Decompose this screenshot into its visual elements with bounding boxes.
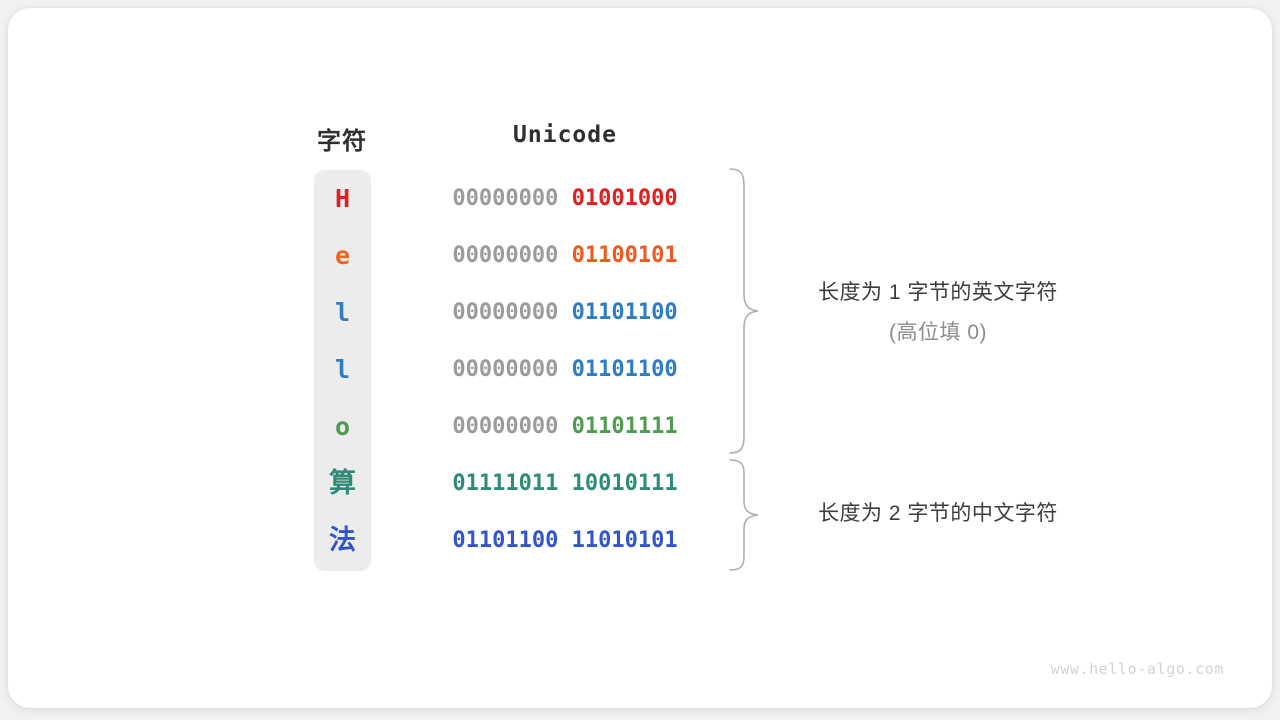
row-high-byte: 00000000 [452,186,559,211]
row-high-byte: 00000000 [452,300,559,325]
annotation-chinese-line1: 长度为 2 字节的中文字符 [818,502,1058,525]
annotation-english: 长度为 1 字节的英文字符 (高位填 0) [778,276,1098,346]
row-character: 算 [329,468,356,498]
row-low-byte: 01101100 [571,357,678,382]
column-header-character: 字符 [317,128,367,155]
byte-separator [558,300,571,325]
byte-separator [558,243,571,268]
row-low-byte: 01100101 [571,243,678,268]
row-unicode-bits: 01111011 10010111 [412,455,718,512]
row-character: 法 [329,525,356,555]
byte-separator [558,414,571,439]
table-row: l 00000000 01101100 [289,284,729,341]
row-unicode-bits: 00000000 01001000 [412,170,718,227]
column-header-unicode: Unicode [513,122,617,148]
row-character: o [334,412,351,441]
row-character: H [334,184,351,213]
row-low-byte: 10010111 [571,471,678,496]
table-row: 法 01101100 11010101 [289,512,729,569]
row-high-byte: 00000000 [452,357,559,382]
row-unicode-bits: 01101100 11010101 [412,512,718,569]
table-row: 算 01111011 10010111 [289,455,729,512]
byte-separator [558,186,571,211]
byte-separator [558,528,571,553]
annotation-english-line2: (高位填 0) [889,321,987,344]
row-high-byte: 00000000 [452,414,559,439]
annotation-chinese: 长度为 2 字节的中文字符 [778,497,1098,527]
row-low-byte: 01101111 [571,414,678,439]
row-character: e [334,241,351,270]
row-low-byte: 01001000 [571,186,678,211]
brace-english-group [729,168,759,454]
row-low-byte: 11010101 [571,528,678,553]
table-row: e 00000000 01100101 [289,227,729,284]
row-unicode-bits: 00000000 01101100 [412,284,718,341]
table-row: l 00000000 01101100 [289,341,729,398]
row-high-byte: 01111011 [452,471,559,496]
row-low-byte: 01101100 [571,300,678,325]
row-character: l [334,355,351,384]
table-row: o 00000000 01101111 [289,398,729,455]
byte-separator [558,357,571,382]
row-unicode-bits: 00000000 01101100 [412,341,718,398]
row-unicode-bits: 00000000 01100101 [412,227,718,284]
table-row: H 00000000 01001000 [289,170,729,227]
annotation-english-line1: 长度为 1 字节的英文字符 [818,281,1058,304]
byte-separator [558,471,571,496]
watermark-url: www.hello-algo.com [1050,660,1224,678]
figure-card: 字符 Unicode H 00000000 01001000 e 00000000 0… [8,8,1272,708]
row-high-byte: 01101100 [452,528,559,553]
brace-chinese-group [729,459,759,571]
row-character: l [334,298,351,327]
character-column-background [314,170,371,571]
row-high-byte: 00000000 [452,243,559,268]
row-unicode-bits: 00000000 01101111 [412,398,718,455]
